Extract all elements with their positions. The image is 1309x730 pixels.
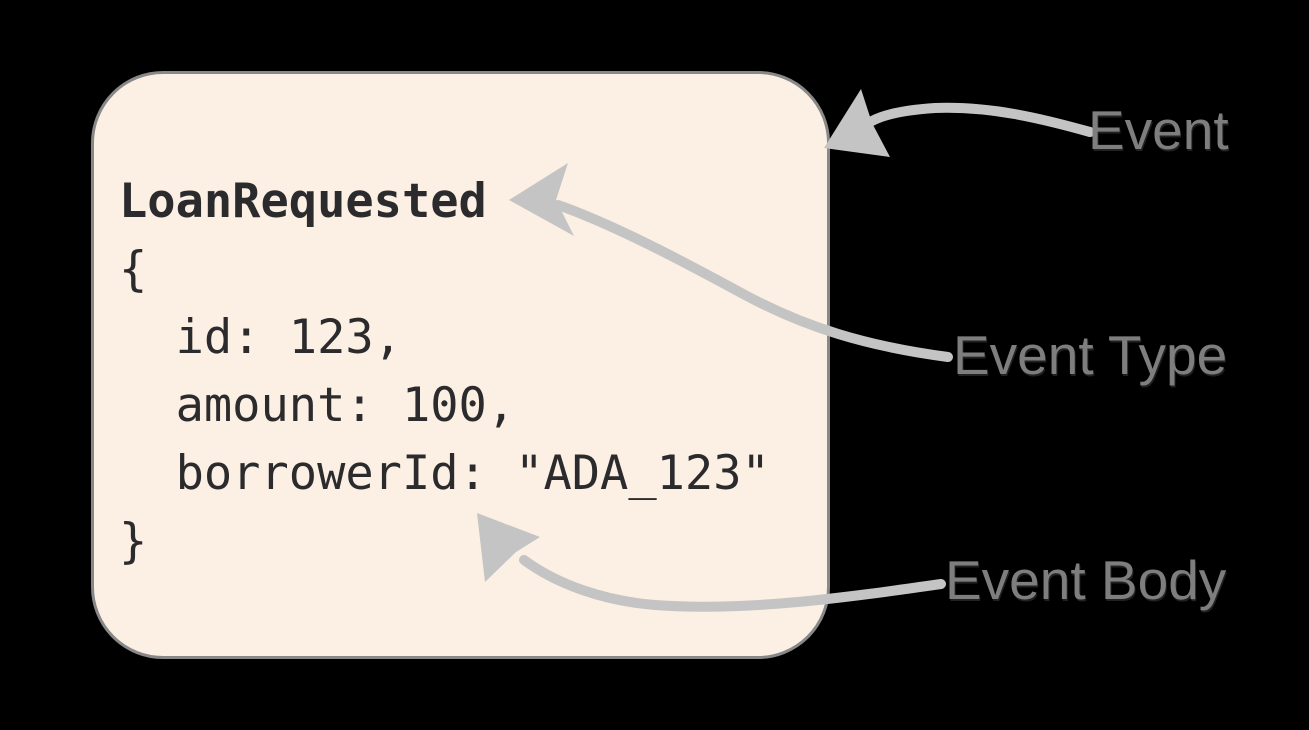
event-arrowhead-icon: [824, 89, 890, 157]
event-arrow-line: [867, 102, 1095, 137]
event-code-block: LoanRequested { id: 123, amount: 100, bo…: [119, 168, 770, 576]
event-type-name-text: LoanRequested: [119, 174, 487, 229]
label-event-body: Event Body: [945, 549, 1227, 611]
event-body-json-text: { id: 123, amount: 100, borrowerId: "ADA…: [119, 242, 770, 569]
event-card: LoanRequested { id: 123, amount: 100, bo…: [91, 71, 830, 659]
label-event-type: Event Type: [953, 324, 1228, 386]
label-event: Event: [1088, 99, 1229, 161]
